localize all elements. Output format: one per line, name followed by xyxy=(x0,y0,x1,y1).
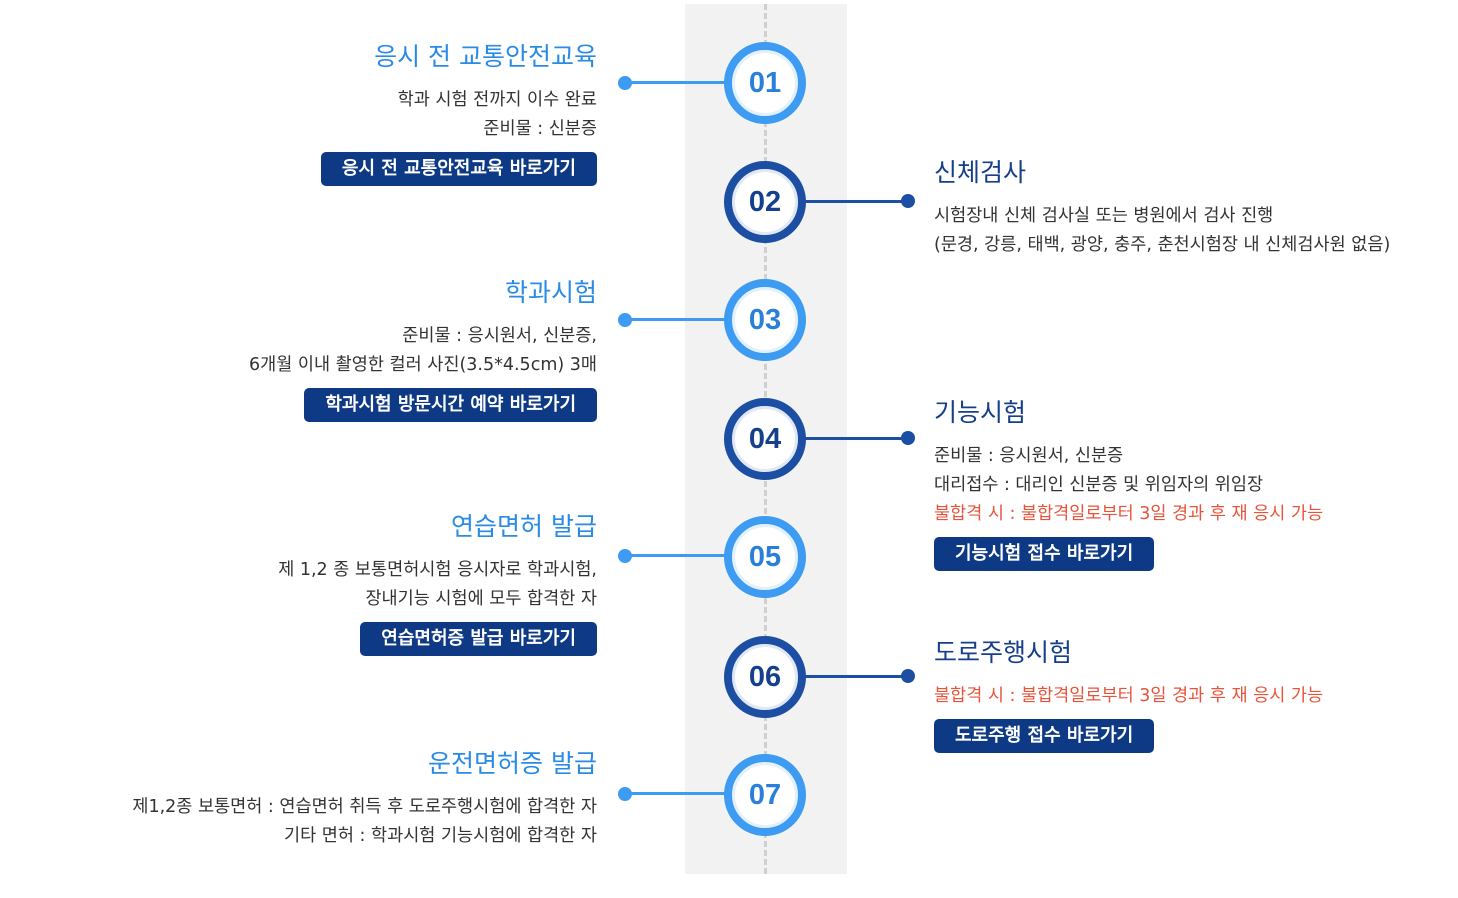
step-desc-line: 장내기능 시험에 모두 합격한 자 xyxy=(365,589,597,609)
connector-line xyxy=(800,675,908,678)
step-title: 기능시험 xyxy=(934,398,1027,427)
step-desc-line: 6개월 이내 촬영한 컬러 사진(3.5*4.5cm) 3매 xyxy=(248,355,597,375)
traffic-safety-education-link-button[interactable]: 응시 전 교통안전교육 바로가기 xyxy=(320,152,597,186)
skill-test-register-link-button[interactable]: 기능시험 접수 바로가기 xyxy=(934,537,1155,571)
step-desc-line: 준비물 : 응시원서, 신분증 xyxy=(934,446,1124,466)
connector-line xyxy=(625,792,730,795)
connector-line xyxy=(800,437,908,440)
step-desc-line: 기타 면허 : 학과시험 기능시험에 합격한 자 xyxy=(284,826,597,846)
step-title: 도로주행시험 xyxy=(934,638,1073,667)
step-content: 학과시험 준비물 : 응시원서, 신분증, 6개월 이내 촬영한 컬러 사진(3… xyxy=(249,278,597,422)
step-title: 신체검사 xyxy=(934,158,1027,187)
step-desc-line: 준비물 : 신분증 xyxy=(483,119,597,139)
connector-line xyxy=(625,81,730,84)
step-content: 신체검사 시험장내 신체 검사실 또는 병원에서 검사 진행 (문경, 강릉, … xyxy=(934,158,1390,260)
step-content: 연습면허 발급 제 1,2 종 보통면허시험 응시자로 학과시험, 장내기능 시… xyxy=(278,512,597,656)
step-desc-line: 시험장내 신체 검사실 또는 병원에서 검사 진행 xyxy=(934,206,1274,226)
connector-line xyxy=(625,318,730,321)
step-desc-line: 대리접수 : 대리인 신분증 및 위임자의 위임장 xyxy=(934,475,1264,495)
connector-line xyxy=(625,554,730,557)
step-content: 운전면허증 발급 제1,2종 보통면허 : 연습면허 취득 후 도로주행시험에 … xyxy=(132,749,597,851)
step-content: 기능시험 준비물 : 응시원서, 신분증 대리접수 : 대리인 신분증 및 위임… xyxy=(934,398,1323,571)
step-desc-line: (문경, 강릉, 태백, 광양, 충주, 춘천시험장 내 신체검사원 없음) xyxy=(934,235,1391,255)
step-number-circle: 03 xyxy=(724,279,806,361)
step-number-circle: 06 xyxy=(724,636,806,718)
step-number-circle: 01 xyxy=(724,42,806,124)
step-title: 운전면허증 발급 xyxy=(428,749,597,778)
step-number-circle: 04 xyxy=(724,398,806,480)
step-desc-line: 준비물 : 응시원서, 신분증, xyxy=(402,326,597,346)
step-desc-line: 제 1,2 종 보통면허시험 응시자로 학과시험, xyxy=(278,560,597,580)
step-title: 응시 전 교통안전교육 xyxy=(374,42,597,71)
connector-dot xyxy=(901,669,915,683)
step-number-circle: 07 xyxy=(724,754,806,836)
step-content: 응시 전 교통안전교육 학과 시험 전까지 이수 완료 준비물 : 신분증 응시… xyxy=(320,42,597,186)
step-number-circle: 05 xyxy=(724,516,806,598)
step-desc-line: 학과 시험 전까지 이수 완료 xyxy=(397,90,597,110)
step-number-circle: 02 xyxy=(724,161,806,243)
step-warning-line: 불합격 시 : 불합격일로부터 3일 경과 후 재 응시 가능 xyxy=(934,504,1324,524)
road-test-register-link-button[interactable]: 도로주행 접수 바로가기 xyxy=(934,719,1155,753)
connector-dot xyxy=(901,194,915,208)
learner-permit-issue-link-button[interactable]: 연습면허증 발급 바로가기 xyxy=(360,622,597,656)
connector-line xyxy=(800,200,908,203)
step-warning-line: 불합격 시 : 불합격일로부터 3일 경과 후 재 응시 가능 xyxy=(934,686,1324,706)
step-title: 학과시험 xyxy=(504,278,597,307)
step-desc-line: 제1,2종 보통면허 : 연습면허 취득 후 도로주행시험에 합격한 자 xyxy=(132,797,597,817)
written-test-reservation-link-button[interactable]: 학과시험 방문시간 예약 바로가기 xyxy=(304,388,597,422)
step-title: 연습면허 발급 xyxy=(451,512,597,541)
connector-dot xyxy=(901,431,915,445)
step-content: 도로주행시험 불합격 시 : 불합격일로부터 3일 경과 후 재 응시 가능 도… xyxy=(934,638,1323,753)
